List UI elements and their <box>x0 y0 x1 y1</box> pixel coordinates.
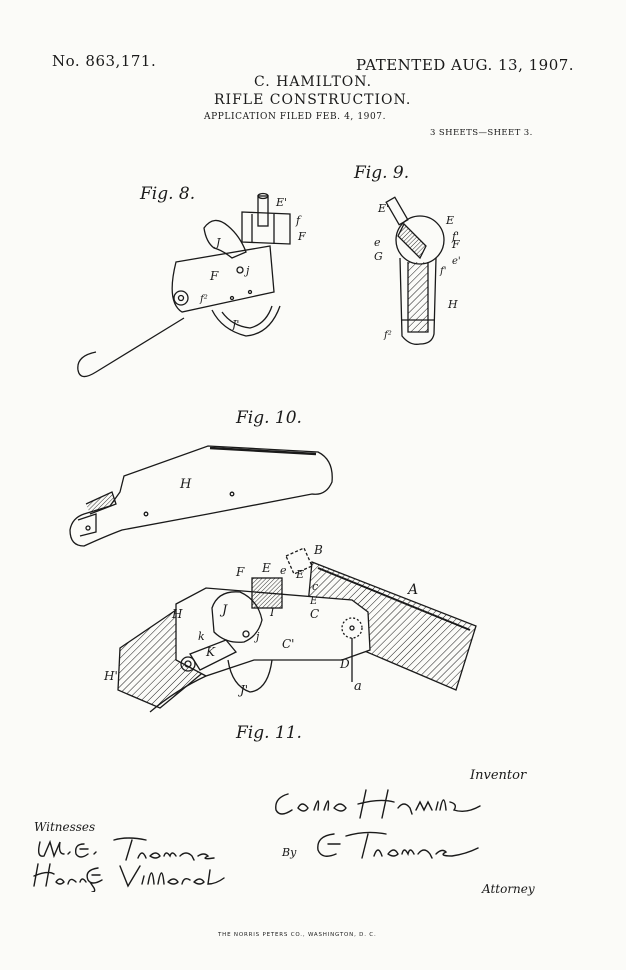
witness-2-signature <box>33 863 225 892</box>
fig9-label: E <box>445 214 454 227</box>
patent-date: PATENTED AUG. 13, 1907. <box>356 56 575 74</box>
fig11-label: J' <box>237 683 248 697</box>
fig11-label: E <box>261 561 271 575</box>
fig9-label: E' <box>377 202 389 215</box>
fig9-caption: Fig. 9. <box>353 163 409 183</box>
fig11-label: E <box>295 568 304 581</box>
fig9-label: f' <box>451 230 459 243</box>
fig11-label: C <box>310 607 319 621</box>
figure-8: Fig. 8. E' f F J F j f² J' <box>77 184 306 378</box>
fig11-label: C' <box>282 637 294 651</box>
patent-title: RIFLE CONSTRUCTION. <box>214 92 412 108</box>
sheet-count: 3 SHEETS—SHEET 3. <box>430 128 533 138</box>
fig8-label: j <box>243 264 250 277</box>
fig10-caption: Fig. 10. <box>235 408 302 428</box>
fig9-label: f² <box>383 330 392 341</box>
fig11-label: E <box>309 596 318 607</box>
fig11-label: H <box>171 607 183 621</box>
fig11-label: B <box>313 543 323 557</box>
fig9-label: G <box>374 250 383 263</box>
fig9-label: e' <box>452 256 461 267</box>
inventor-name: C. HAMILTON. <box>254 74 373 90</box>
fig8-label: F <box>297 230 306 243</box>
fig8-label: f <box>295 214 302 227</box>
fig9-label: H <box>447 298 458 311</box>
inventor-signature <box>275 789 481 819</box>
fig9-label: f' <box>439 266 446 277</box>
fig8-label: J' <box>230 318 239 331</box>
fig11-label: J <box>219 603 228 618</box>
fig8-caption: Fig. 8. <box>139 184 195 204</box>
fig11-label: a <box>354 679 362 694</box>
fig11-label: c <box>312 580 318 593</box>
fig8-label: J <box>214 236 221 249</box>
fig8-label: f² <box>199 294 208 305</box>
fig11-label: I <box>269 606 275 619</box>
fig9-label: e <box>374 236 381 249</box>
printer-imprint: THE NORRIS PETERS CO., WASHINGTON, D. C. <box>218 932 377 938</box>
fig11-label: H' <box>103 669 118 683</box>
fig11-label: e <box>280 564 287 577</box>
witness-1-signature <box>37 837 215 861</box>
by-label: By <box>282 846 297 859</box>
attorney-label: Attorney <box>482 882 535 896</box>
fig11-label: F <box>235 565 245 579</box>
fig11-label: A <box>406 582 418 598</box>
patent-number: No. 863,171. <box>52 52 157 70</box>
attorney-signature <box>317 831 479 859</box>
fig11-label: k <box>198 630 205 643</box>
fig11-label: K <box>205 645 216 659</box>
fig10-label: H <box>179 477 192 492</box>
fig8-label: F <box>209 269 219 283</box>
application-filed: APPLICATION FILED FEB. 4, 1907. <box>204 112 387 122</box>
figure-11: B E e F E c A E H J I C j k K C' D H' J'… <box>103 543 477 743</box>
fig11-label: D <box>339 657 350 671</box>
figure-9: Fig. 9. E' E f' e F G e' f' H f² <box>353 163 461 345</box>
witnesses-label: Witnesses <box>34 820 96 834</box>
figure-10: Fig. 10. H <box>69 408 333 547</box>
fig11-label: j <box>253 630 260 643</box>
fig8-label: E' <box>275 196 287 209</box>
fig11-caption: Fig. 11. <box>235 723 302 743</box>
inventor-label: Inventor <box>470 768 527 783</box>
fig9-label: F <box>451 238 460 251</box>
